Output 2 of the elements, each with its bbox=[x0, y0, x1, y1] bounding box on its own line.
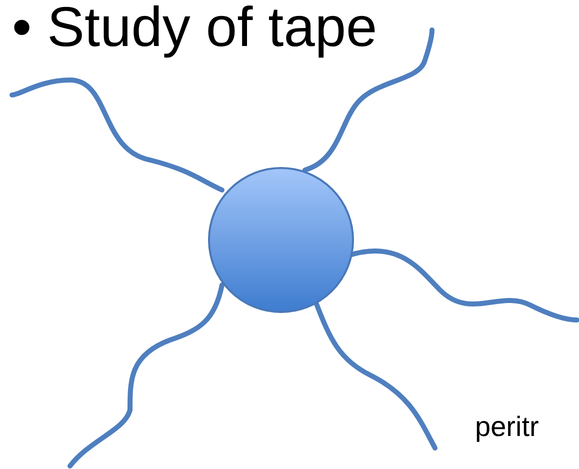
slide-title: • Study of tape bbox=[12, 0, 378, 60]
caption-text: peritr bbox=[475, 410, 539, 444]
